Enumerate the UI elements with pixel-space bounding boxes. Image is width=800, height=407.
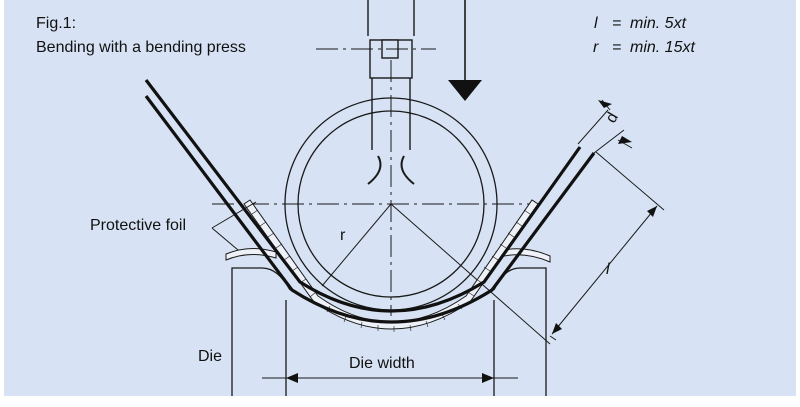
formula-r-value: min. 15xt: [630, 39, 695, 56]
die-width-arrow-right: [482, 373, 494, 383]
press-direction-arrow: [448, 0, 482, 101]
foil-leaders: [211, 201, 257, 251]
radius-lines: [321, 203, 551, 345]
length-dimension: [549, 151, 665, 341]
die-label: Die: [198, 348, 222, 365]
formula-l-value: min. 5xt: [630, 15, 687, 32]
thickness-arrow-top: [598, 100, 612, 108]
length-label: l: [606, 261, 610, 278]
thickness-arrow-bottom: [618, 136, 632, 144]
figure-caption: Bending with a bending press: [36, 39, 246, 56]
length-arrow-bottom: [552, 323, 562, 334]
protective-foil-label: Protective foil: [90, 217, 186, 234]
press-ram: [367, 0, 415, 185]
length-arrow-top: [647, 206, 657, 217]
radius-label: r: [340, 227, 346, 244]
formula-r-equals: =: [612, 39, 621, 56]
die-width-label: Die width: [349, 355, 415, 372]
center-lines: [212, 48, 530, 316]
figure-number: Fig.1:: [36, 15, 76, 32]
formula-r-symbol: r: [593, 39, 599, 56]
workpiece-sheet: [144, 79, 596, 324]
formula-l-equals: =: [612, 15, 621, 32]
formula-l-symbol: l: [594, 15, 598, 32]
die-width-arrow-left: [286, 373, 298, 383]
